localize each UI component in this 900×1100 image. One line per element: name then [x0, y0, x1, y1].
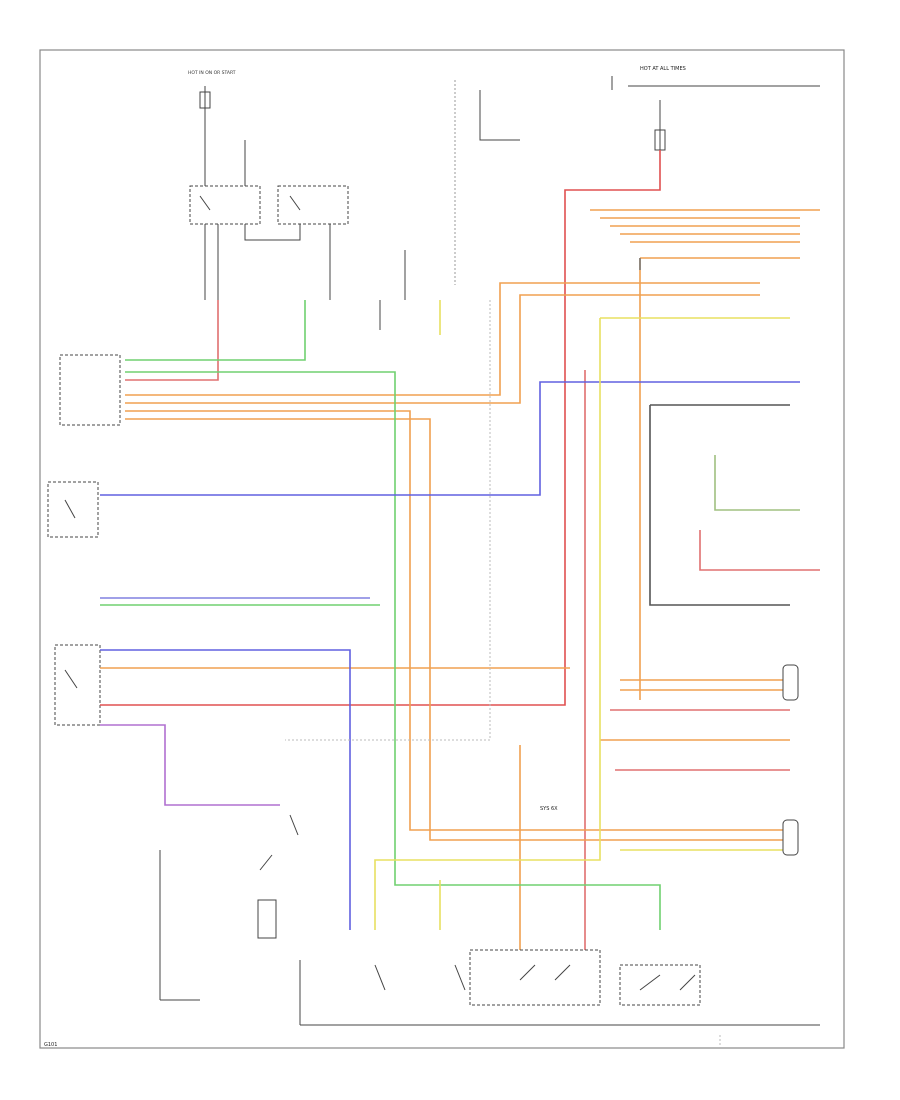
label-sheet-note: G101	[44, 1042, 57, 1048]
relay-bottom-left	[159, 814, 299, 1001]
wire-gray-a	[649, 404, 790, 606]
diagram-frame	[39, 49, 845, 1049]
wire-green-d	[714, 455, 800, 511]
wire-red-d	[610, 709, 790, 771]
label-fuse-top-right: HOT AT ALL TIMES	[640, 66, 686, 72]
wire-green-b	[125, 371, 661, 930]
wire-red-a	[125, 300, 219, 381]
wires	[100, 150, 820, 950]
wire-orange-bus	[590, 209, 820, 259]
wire-red-main	[100, 150, 661, 706]
wire-blue-c	[100, 649, 351, 930]
wire-purple	[100, 724, 280, 806]
wire-yellow-c	[439, 849, 790, 930]
wire-green-a	[125, 300, 306, 361]
svg-text:HOT IN ON OR START: HOT IN ON OR START	[188, 70, 236, 76]
fuse-top-left: HOT IN ON OR START	[188, 70, 236, 109]
wire-orange-a	[125, 282, 760, 404]
connector-right	[782, 664, 799, 856]
switch-top	[479, 90, 520, 141]
switch-bank-bottom	[299, 949, 820, 1026]
wire-red-c	[699, 530, 820, 571]
wire-orange-b	[125, 410, 790, 841]
wire-orange-d	[600, 679, 790, 741]
wire-yellow-a	[374, 317, 790, 930]
connector-block-left	[47, 354, 121, 726]
label-figure-id: SYS 6X	[540, 806, 558, 812]
relay-block-left	[189, 86, 406, 330]
fuse-top-right	[611, 76, 820, 151]
aux-lines	[285, 300, 721, 1045]
wire-blue-a	[100, 381, 800, 496]
